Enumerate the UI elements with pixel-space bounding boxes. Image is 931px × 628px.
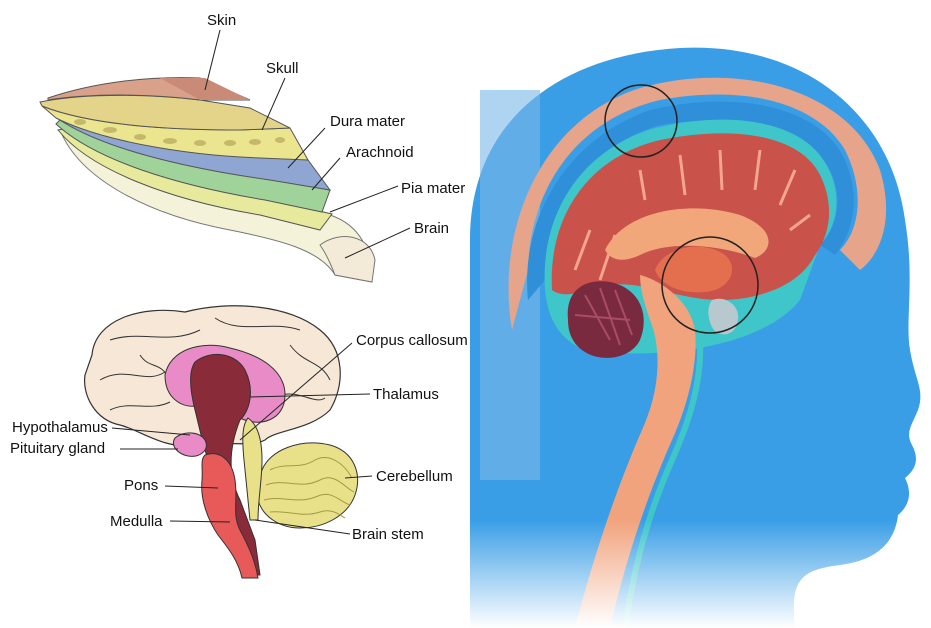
label-pons: Pons bbox=[124, 477, 158, 494]
neck-fade bbox=[470, 520, 931, 628]
label-hypothalamus: Hypothalamus bbox=[12, 419, 108, 436]
pituitary-lobe bbox=[173, 433, 206, 456]
label-thalamus: Thalamus bbox=[373, 386, 439, 403]
label-medulla: Medulla bbox=[110, 513, 163, 530]
label-arachnoid: Arachnoid bbox=[346, 144, 414, 161]
label-skull: Skull bbox=[266, 60, 299, 77]
brain-anatomy bbox=[85, 306, 358, 578]
meninges-layers bbox=[40, 78, 375, 282]
brain-lower bbox=[320, 237, 375, 282]
label-cerebellum: Cerebellum bbox=[376, 468, 453, 485]
label-skin: Skin bbox=[207, 12, 236, 29]
label-brain-stem: Brain stem bbox=[352, 526, 424, 543]
label-brain: Brain bbox=[414, 220, 449, 237]
label-pia-mater: Pia mater bbox=[401, 180, 465, 197]
label-dura-mater: Dura mater bbox=[330, 113, 405, 130]
cerebellum-yellow bbox=[257, 443, 358, 528]
label-corpus-callosum: Corpus callosum bbox=[356, 332, 468, 349]
label-pituitary-gland: Pituitary gland bbox=[10, 440, 105, 457]
head-section bbox=[470, 48, 931, 628]
